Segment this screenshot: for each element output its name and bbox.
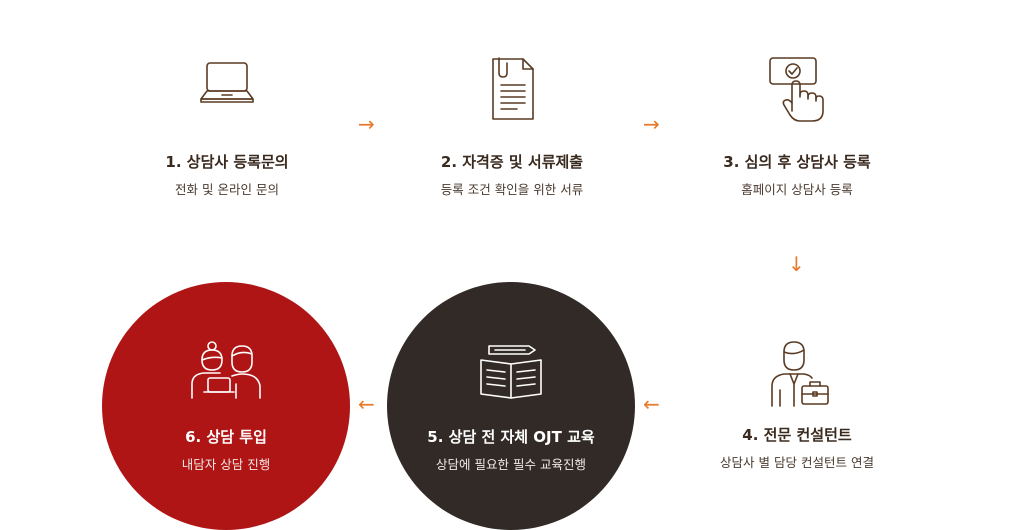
- arrow-right-2: →: [643, 112, 660, 136]
- counseling-people-icon: [186, 340, 266, 400]
- arrow-down: ↓: [788, 252, 805, 276]
- laptop-icon: [194, 55, 260, 111]
- step-6: 6. 상담 투입 내담자 상담 진행: [102, 282, 350, 530]
- step-1-title: 1. 상담사 등록문의: [165, 153, 289, 171]
- arrow-left-2: ←: [358, 392, 375, 416]
- step-6-subtitle: 내담자 상담 진행: [181, 457, 271, 472]
- step-5-title: 5. 상담 전 자체 OJT 교육: [427, 428, 595, 446]
- step-1: 1. 상담사 등록문의 전화 및 온라인 문의: [127, 55, 327, 197]
- step-3: 3. 심의 후 상담사 등록 홈페이지 상담사 등록: [697, 55, 897, 197]
- step-2-subtitle: 등록 조건 확인을 위한 서류: [440, 182, 584, 197]
- open-book-icon: [475, 340, 547, 400]
- step-1-subtitle: 전화 및 온라인 문의: [175, 182, 279, 197]
- arrow-left-1: ←: [643, 392, 660, 416]
- step-3-title: 3. 심의 후 상담사 등록: [723, 153, 871, 171]
- consultant-briefcase-icon: [762, 340, 832, 410]
- step-4: 4. 전문 컨설턴트 상담사 별 담당 컨설턴트 연결: [697, 340, 897, 480]
- step-2: 2. 자격증 및 서류제출 등록 조건 확인을 위한 서류: [412, 55, 612, 197]
- step-3-subtitle: 홈페이지 상담사 등록: [741, 182, 853, 197]
- hand-pointer-check-icon: [762, 55, 832, 125]
- step-5: 5. 상담 전 자체 OJT 교육 상담에 필요한 필수 교육진행: [387, 282, 635, 530]
- step-4-subtitle: 상담사 별 담당 컨설턴트 연결: [720, 455, 874, 470]
- step-4-title: 4. 전문 컨설턴트: [742, 426, 852, 444]
- arrow-right-1: →: [358, 112, 375, 136]
- step-6-title: 6. 상담 투입: [185, 428, 267, 446]
- step-5-subtitle: 상담에 필요한 필수 교육진행: [436, 457, 586, 472]
- document-icon: [479, 55, 545, 125]
- step-2-title: 2. 자격증 및 서류제출: [440, 153, 584, 171]
